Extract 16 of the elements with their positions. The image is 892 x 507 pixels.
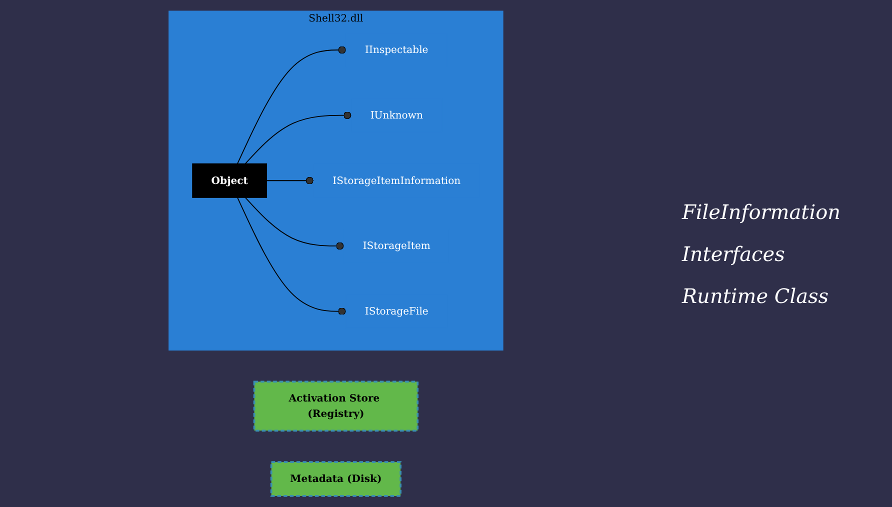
node-text: IStorageItemInformation bbox=[332, 174, 461, 186]
node-text: IStorageFile bbox=[364, 305, 428, 317]
node-text: IStorageItem bbox=[362, 240, 430, 252]
connector bbox=[237, 197, 347, 316]
note-text: FileInformation bbox=[682, 200, 842, 224]
connector bbox=[244, 197, 344, 250]
node-box: Object bbox=[192, 163, 268, 198]
note-text: Runtime Class bbox=[682, 284, 830, 308]
connector bbox=[266, 176, 314, 184]
node-box: Activation Store (Registry) bbox=[253, 380, 419, 432]
node-text: IInspectable bbox=[365, 44, 428, 56]
node-box: Metadata (Disk) bbox=[270, 461, 402, 497]
node-text: IUnknown bbox=[370, 109, 423, 121]
note-text: Interfaces bbox=[682, 242, 786, 266]
connector bbox=[244, 112, 352, 164]
connector bbox=[237, 46, 347, 164]
